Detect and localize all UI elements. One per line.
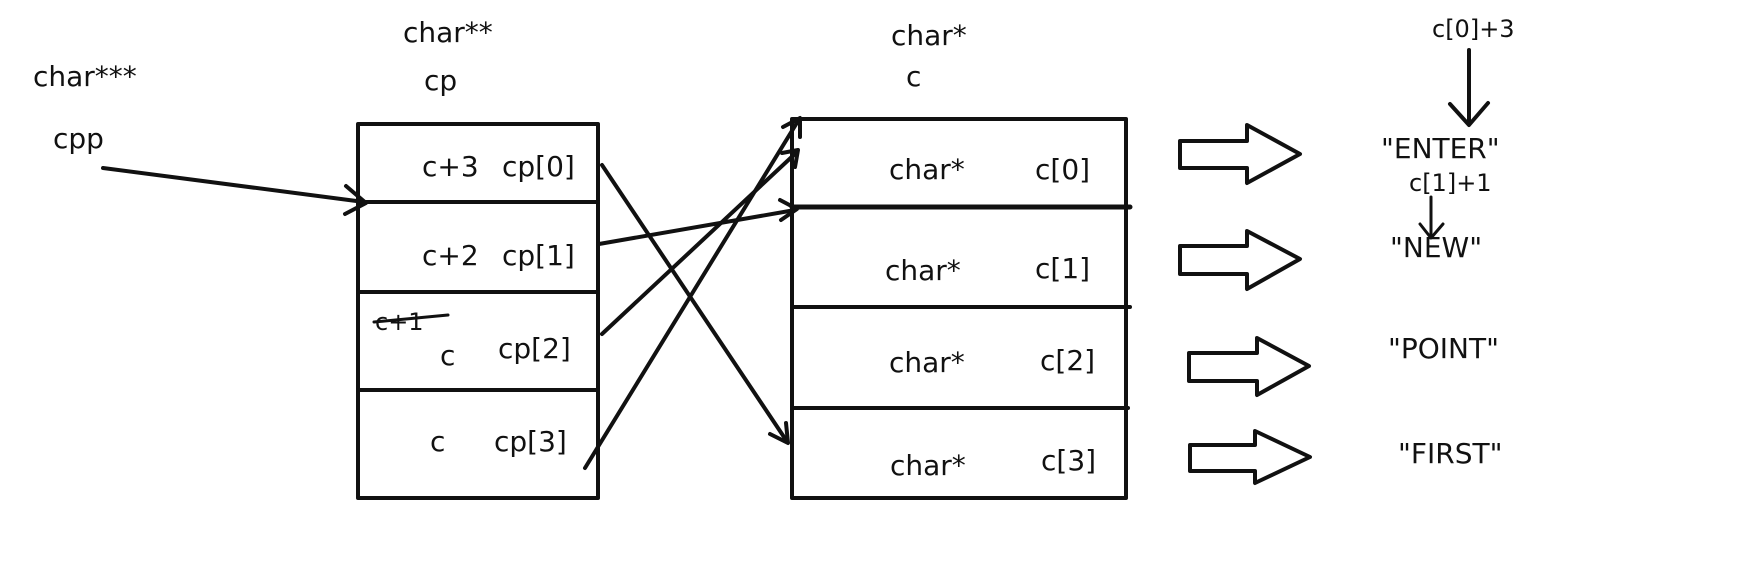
- string-new: "NEW": [1390, 231, 1482, 264]
- c-cell-2: char* c[2]: [889, 344, 1095, 379]
- cp-type-label: char**: [403, 16, 493, 49]
- cpp-to-cp-arrow: [101, 166, 368, 216]
- enter-offset-label: c[0]+3: [1432, 15, 1515, 43]
- c-cell-index: c[3]: [1041, 444, 1096, 477]
- enter-offset-arrow: [1448, 48, 1490, 127]
- c-cell-type: char*: [889, 346, 965, 379]
- cpp-name-label: cpp: [53, 122, 104, 155]
- cp-cell-3: c cp[3]: [430, 425, 567, 458]
- cp-cell-index: cp[1]: [502, 239, 575, 272]
- cpp-type-label: char***: [33, 60, 137, 93]
- cp1-to-c2-arrow: [597, 198, 799, 246]
- cp-cell-value: c: [440, 339, 455, 372]
- cp-cell-index: cp[2]: [498, 332, 571, 365]
- c2-block-arrow-icon: [1187, 336, 1311, 397]
- c3-block-arrow-icon: [1188, 429, 1312, 485]
- string-enter: "ENTER": [1381, 132, 1500, 165]
- new-offset-arrow: [1418, 195, 1445, 240]
- cp2-to-c1-arrow: [600, 148, 800, 336]
- c-array: char* c[0] char* c[1] char* c[2] char* c…: [789, 117, 1133, 500]
- strikethrough-mark: [372, 313, 450, 324]
- cp-cell-0: c+3 cp[0]: [422, 150, 575, 183]
- cp3-to-c0-arrow: [583, 116, 802, 470]
- cp-cell-index: cp[3]: [494, 425, 567, 458]
- cp-cell-value: c+2: [422, 239, 479, 272]
- cp0-to-c3-arrow: [600, 163, 790, 445]
- string-first: "FIRST": [1398, 437, 1502, 470]
- c-type-label: char*: [891, 19, 967, 52]
- c-name-label: c: [906, 60, 921, 93]
- cp-array: c+3 cp[0] c+2 cp[1] c+1 c cp[2] c cp[3]: [356, 122, 600, 500]
- c-cell-index: c[0]: [1035, 153, 1090, 186]
- c-cell-type: char*: [885, 254, 961, 287]
- c-cell-index: c[1]: [1035, 252, 1090, 285]
- c1-block-arrow-icon: [1178, 229, 1302, 291]
- c-cell-3: char* c[3]: [890, 444, 1096, 482]
- cp-cell-value: c+3: [422, 150, 479, 183]
- cp-cell-index: cp[0]: [502, 150, 575, 183]
- cp-cell-1: c+2 cp[1]: [422, 239, 575, 272]
- cp-cell-value: c: [430, 425, 445, 458]
- new-offset-label: c[1]+1: [1409, 169, 1492, 197]
- cp-name-label: cp: [424, 64, 457, 97]
- c-cell-type: char*: [889, 153, 965, 186]
- cp-cell-2: c+1 c cp[2]: [372, 308, 571, 372]
- c-cell-1: char* c[1]: [885, 252, 1090, 287]
- string-point: "POINT": [1388, 332, 1499, 365]
- c0-block-arrow-icon: [1178, 123, 1302, 185]
- c-cell-type: char*: [890, 449, 966, 482]
- cp-array-frame: [356, 122, 600, 500]
- c-cell-0: char* c[0]: [889, 153, 1090, 186]
- c-cell-index: c[2]: [1040, 344, 1095, 377]
